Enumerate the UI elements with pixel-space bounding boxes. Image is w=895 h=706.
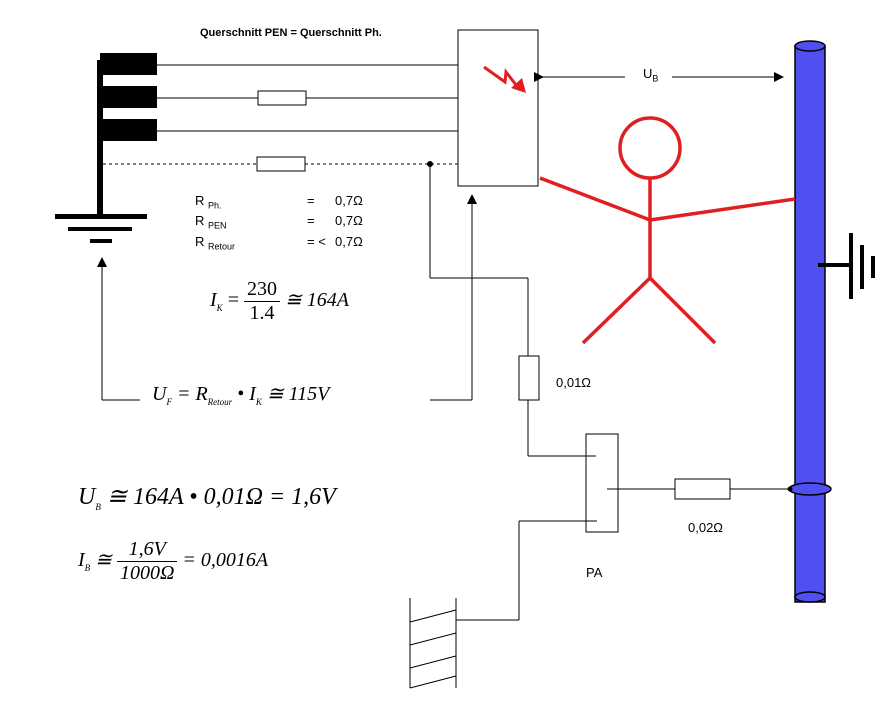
resistor-pipe-label: 0,02Ω — [688, 520, 724, 535]
resistance-row: R Ph. — [195, 193, 222, 211]
resistance-eq: = < — [307, 234, 326, 249]
resistor-pipe — [674, 478, 731, 500]
return-path — [97, 194, 477, 401]
device-box — [457, 29, 539, 187]
foundation-earth-symbol — [409, 598, 457, 689]
resistor-phase — [257, 90, 307, 106]
pa-bar — [585, 433, 619, 533]
resistance-row: R PEN — [195, 213, 227, 231]
earth-symbol-pipe — [818, 233, 875, 299]
pa-label: PA — [586, 565, 603, 580]
resistance-value: 0,7Ω — [335, 213, 363, 228]
resistance-eq: = — [307, 213, 315, 228]
resistance-value: 0,7Ω — [335, 234, 363, 249]
water-pipe — [787, 40, 832, 603]
transformer-source — [97, 53, 157, 215]
resistance-value: 0,7Ω — [335, 193, 363, 208]
formula-ub: UB ≅ 164A • 0,01Ω = 1,6V — [78, 484, 336, 512]
diagram-title: Querschnitt PEN = Querschnitt Ph. — [200, 27, 382, 39]
earth-symbol-source — [55, 214, 147, 243]
resistor-pa-label: 0,01Ω — [556, 375, 592, 390]
ub-label: UB — [643, 66, 659, 84]
resistor-pen — [256, 156, 306, 172]
fault-lightning-icon — [483, 65, 526, 93]
formula-uf: UF = RRetour • IK ≅ 115V — [152, 383, 330, 407]
person-figure — [539, 116, 796, 345]
resistor-pa — [518, 355, 540, 401]
pen-line — [103, 156, 484, 172]
phase-lines — [157, 64, 484, 132]
pa-connection — [429, 164, 790, 621]
resistance-eq: = — [307, 193, 315, 208]
resistance-row: R Retour — [195, 234, 236, 252]
